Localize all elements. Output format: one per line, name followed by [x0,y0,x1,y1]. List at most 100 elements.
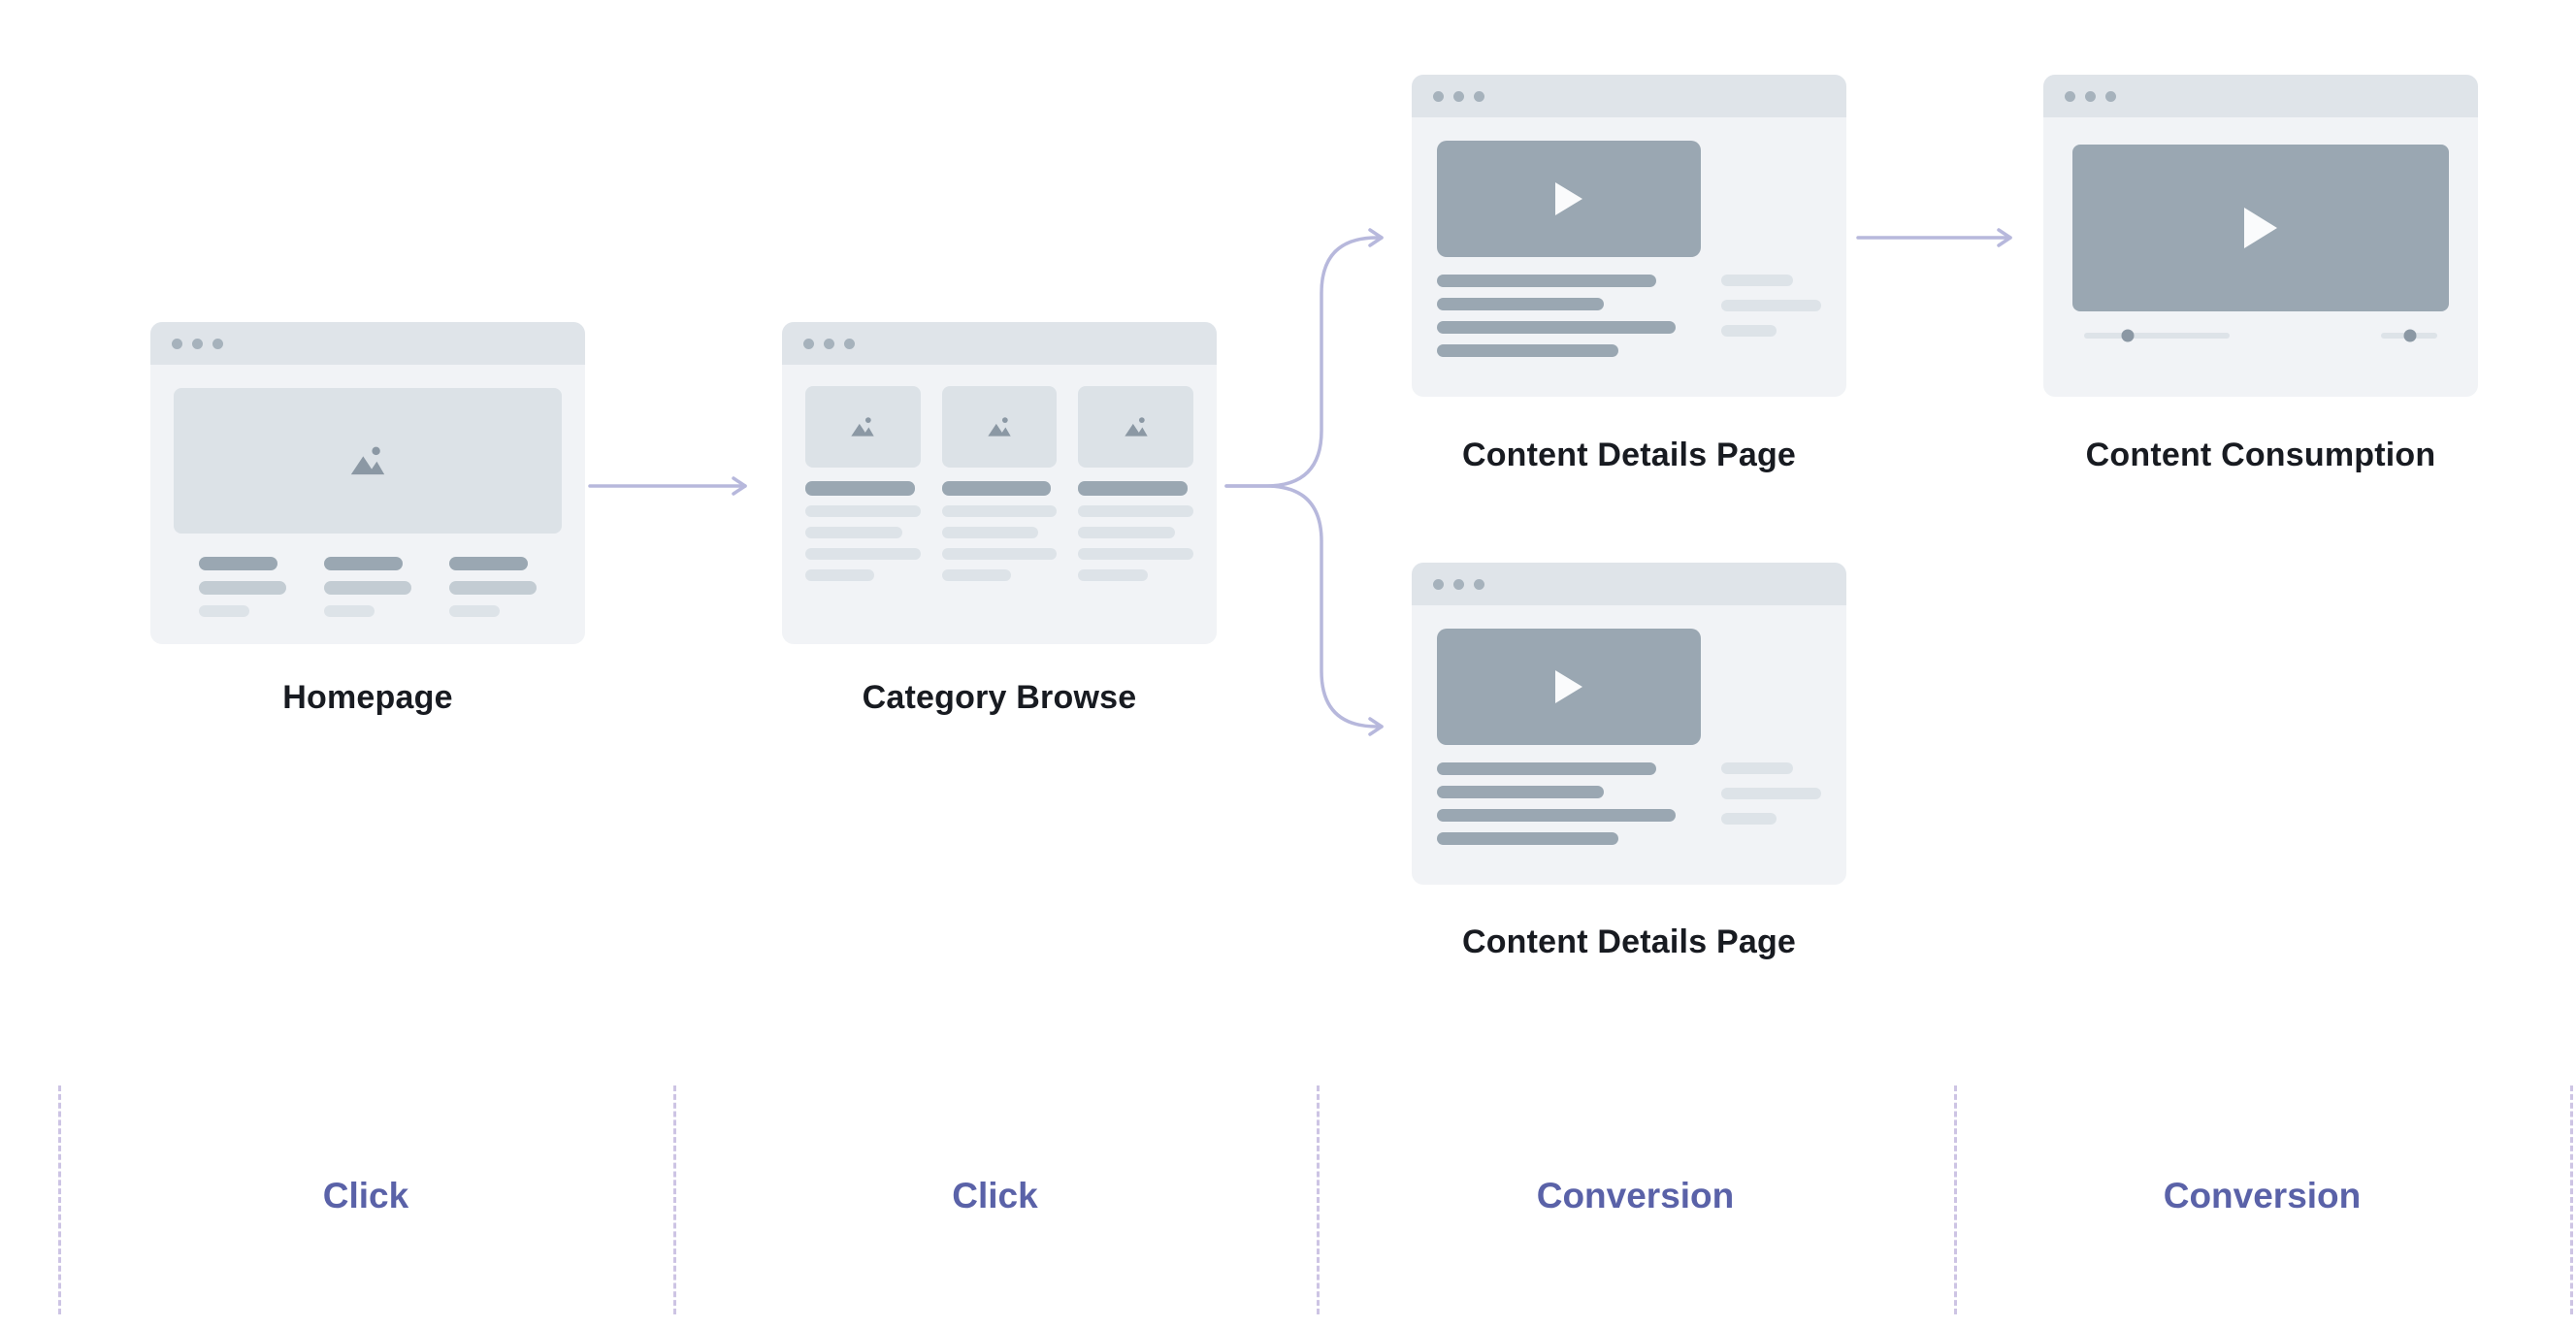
text-bar [941,481,1052,496]
video-player-placeholder [1437,141,1701,257]
window-dot-icon [2085,90,2096,102]
play-icon [2244,208,2277,248]
window-dot-icon [1453,578,1464,590]
video-player-placeholder [1437,629,1701,745]
text-bar [1721,325,1777,337]
text-bar [324,605,375,617]
consumption-wireframe-body [2043,117,2478,342]
text-bar [199,557,277,570]
node-label-homepage: Homepage [282,679,453,716]
wireframe-content-details-top [1412,75,1846,397]
progress-bar [2084,329,2230,342]
text-bar [1437,344,1618,357]
browser-title-bar [782,322,1217,365]
wireframe-content-consumption [2043,75,2478,397]
window-dot-icon [1474,578,1484,590]
window-dot-icon [1433,578,1444,590]
video-player-placeholder [2072,145,2449,311]
window-dot-icon [803,338,814,349]
text-bar [1078,569,1148,581]
details-text-right [1721,275,1821,357]
text-placeholder-column [324,557,411,617]
node-label-content-details-top: Content Details Page [1461,437,1797,473]
progress-knob [2121,329,2135,342]
text-bar [1437,809,1676,822]
text-bar [1721,813,1777,825]
text-bar [941,505,1058,517]
volume-bar [2381,329,2437,342]
text-bar [805,548,921,560]
details-wireframe-body [1412,117,1846,357]
text-bar [449,605,501,617]
node-label-content-consumption: Content Consumption [2085,437,2436,473]
stage-divider [673,1085,676,1314]
image-icon [851,417,875,437]
text-placeholder-column [199,557,286,617]
text-bar [449,581,537,595]
details-text-rows [1437,275,1821,357]
text-placeholder-column [449,557,537,617]
hero-image-placeholder [174,388,562,534]
browser-title-bar [1412,563,1846,605]
browser-title-bar [2043,75,2478,117]
window-dot-icon [192,338,203,349]
window-dot-icon [172,338,182,349]
homepage-wireframe-body [150,365,585,617]
window-dot-icon [824,338,834,349]
text-bar [1437,321,1676,334]
thumbnail-placeholder [1078,386,1194,468]
category-card [1078,386,1194,581]
browser-title-bar [1412,75,1846,117]
volume-knob [2403,329,2417,342]
thumbnail-placeholder [805,386,921,468]
details-text-right [1721,762,1821,845]
node-label-content-details-bottom: Content Details Page [1461,923,1797,960]
video-controls-placeholder [2072,329,2449,342]
text-bar [941,548,1058,560]
details-wireframe-body [1412,605,1846,845]
window-dot-icon [844,338,855,349]
category-card [805,386,921,581]
text-bar [199,581,286,595]
stage-label-click-1: Click [322,1176,409,1215]
wireframe-homepage [150,322,585,644]
node-label-category-browse: Category Browse [862,679,1137,716]
text-bar [805,569,875,581]
text-bar [1437,786,1604,798]
text-bar [324,581,411,595]
stage-label-conversion-1: Conversion [1536,1176,1735,1215]
window-dot-icon [1453,90,1464,102]
text-bar [1078,548,1194,560]
window-dot-icon [2065,90,2075,102]
text-bar [1437,762,1656,775]
window-dot-icon [2105,90,2116,102]
arrow-category-to-details-top [1224,228,1384,488]
stage-label-conversion-2: Conversion [2163,1176,2362,1215]
text-bar [324,557,403,570]
text-bar [1437,275,1656,287]
image-icon [1124,417,1148,437]
stage-divider [1954,1085,1957,1314]
text-placeholder-columns [174,557,562,617]
text-bar [805,481,915,496]
window-dot-icon [1474,90,1484,102]
details-text-left [1437,275,1676,357]
text-bar [1721,762,1794,774]
text-bar [449,557,528,570]
text-bar [1721,788,1821,799]
text-bar [1078,527,1176,538]
browser-title-bar [150,322,585,365]
text-bar [1078,481,1189,496]
image-icon [988,417,1011,437]
play-icon [1555,670,1582,703]
play-icon [1555,182,1582,215]
text-bar [199,605,250,617]
text-bar [1721,275,1794,286]
stage-divider [1317,1085,1320,1314]
text-bar [805,505,921,517]
details-text-rows [1437,762,1821,845]
text-bar [941,569,1011,581]
thumbnail-placeholder [941,386,1058,468]
window-dot-icon [1433,90,1444,102]
